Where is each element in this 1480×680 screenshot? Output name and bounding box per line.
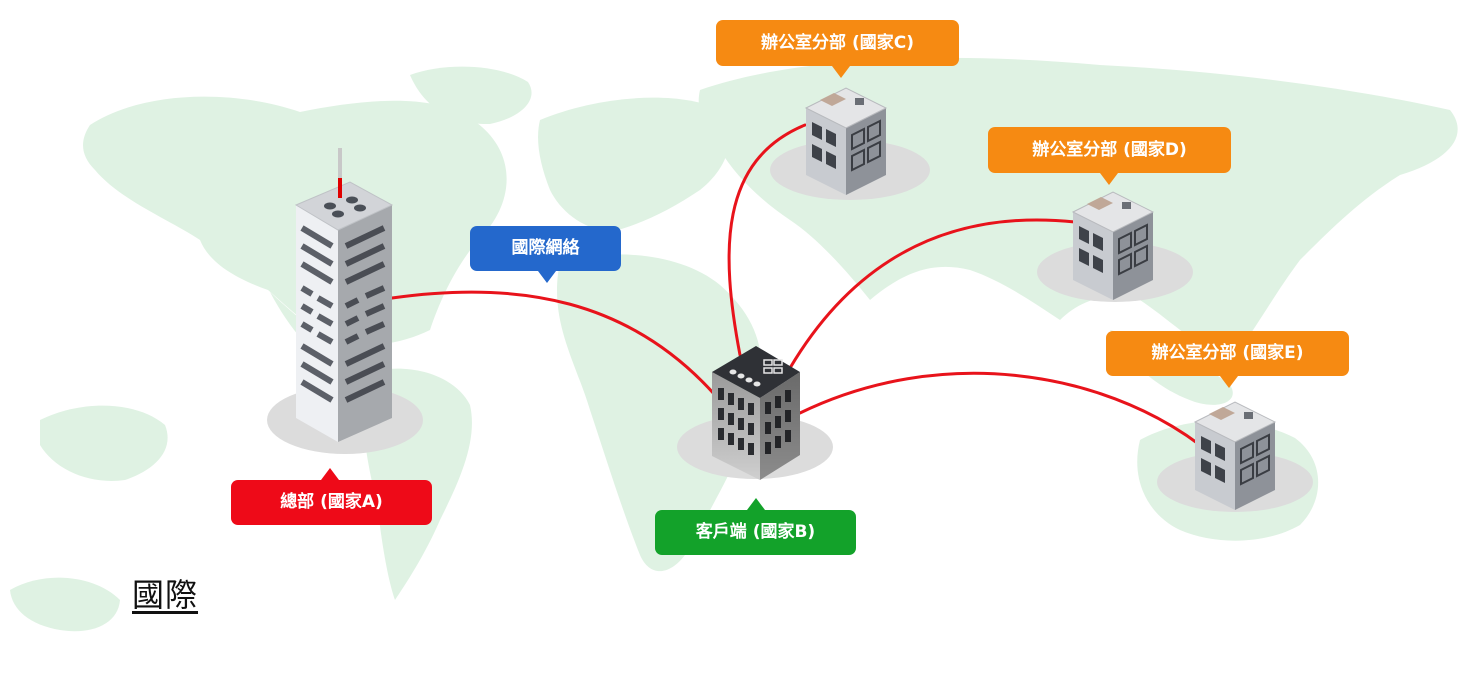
office-c-label: 辦公室分部 (國家C)	[716, 20, 959, 78]
office-building-icon	[1037, 191, 1193, 302]
client-left-windows	[718, 388, 754, 455]
link-client-office-e	[798, 371, 1202, 447]
greenland-shape	[410, 66, 532, 125]
office-tower-icon	[677, 346, 833, 480]
office-e-right-windows	[1240, 433, 1270, 486]
client-roof-vent	[763, 359, 783, 374]
link-hq-client	[390, 290, 717, 397]
europe-shape	[538, 97, 730, 232]
hq-right-windows	[344, 225, 386, 403]
client-roof	[712, 346, 800, 398]
link-client-office-d	[788, 218, 1077, 370]
africa-shape	[557, 254, 762, 572]
new-zealand-shape	[10, 577, 120, 632]
network-links	[390, 123, 1202, 447]
office-d-left-windows	[1079, 226, 1103, 273]
office-c-left-windows	[812, 122, 836, 169]
office-d-right-face	[1113, 212, 1153, 300]
office-c-right-windows	[851, 119, 881, 172]
hq-roof-fans	[324, 196, 366, 218]
skyscraper-icon	[267, 148, 423, 454]
office-c-roof-unit	[820, 93, 846, 106]
page-title: 國際	[132, 576, 199, 614]
client-roof-units	[729, 369, 761, 387]
link-client-office-c	[727, 123, 807, 357]
client-right-windows	[765, 390, 791, 454]
office-building-icon	[770, 87, 930, 200]
office-d-roof-unit	[1087, 197, 1113, 210]
hq-label: 總部 (國家A)	[231, 468, 432, 525]
network-label: 國際網絡	[470, 226, 621, 283]
hq-left-windows	[300, 225, 334, 403]
office-c-roof-vent	[855, 98, 864, 105]
pacific-islands-shape	[40, 405, 168, 481]
office-building-icon	[1157, 401, 1313, 512]
office-e-label: 辦公室分部 (國家E)	[1106, 331, 1349, 388]
office-e-roof-unit	[1209, 407, 1235, 420]
office-d-roof-vent	[1122, 202, 1131, 209]
office-d-right-windows	[1118, 223, 1148, 276]
client-label: 客戶端 (國家B)	[655, 498, 856, 555]
hq-roof	[294, 181, 394, 231]
office-e-roof-vent	[1244, 412, 1253, 419]
office-c-right-face	[846, 108, 886, 195]
office-e-left-windows	[1201, 436, 1225, 483]
office-d-label: 辦公室分部 (國家D)	[988, 127, 1231, 185]
north-america-shape	[83, 96, 507, 346]
office-e-right-face	[1235, 422, 1275, 510]
